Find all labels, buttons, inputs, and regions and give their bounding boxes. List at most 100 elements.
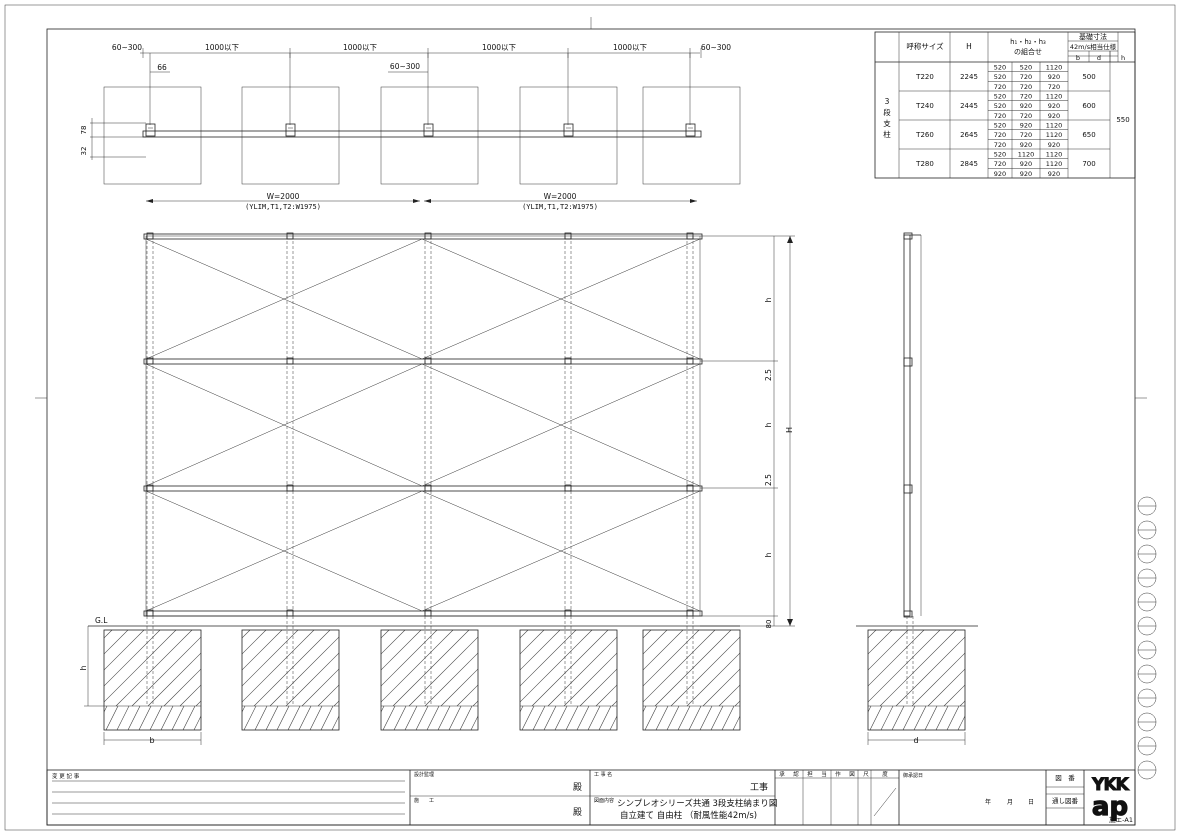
dim-b: b xyxy=(149,736,154,745)
connector xyxy=(286,232,294,240)
date-month: 月 xyxy=(1007,799,1013,806)
td-combo: 920 xyxy=(1048,141,1060,149)
elev-foundation-1 xyxy=(103,629,202,731)
dim-h1: h xyxy=(764,297,773,302)
td-combo: 520 xyxy=(994,122,1006,130)
td-combo: 720 xyxy=(994,112,1006,120)
project-suffix: 工事 xyxy=(750,781,768,793)
plan-foundation-5 xyxy=(642,86,741,185)
td-combo: 920 xyxy=(1020,141,1032,149)
plan-rail xyxy=(142,130,702,138)
approval-label: 度 xyxy=(882,770,888,778)
td-combo: 520 xyxy=(994,64,1006,72)
dim-h2: h xyxy=(764,422,773,427)
td-combo: 1120 xyxy=(1046,151,1063,159)
connector xyxy=(564,232,572,240)
dim-1000-a: 1000以下 xyxy=(205,43,240,52)
approval-label: 尺 xyxy=(863,771,869,778)
revision-circles xyxy=(1137,496,1157,780)
date-label: 御承認日 xyxy=(903,772,923,779)
bottom-rail xyxy=(143,610,703,617)
connector xyxy=(286,357,294,365)
sheet-inner-border xyxy=(46,28,1136,826)
th-foundation: 基礎寸法 xyxy=(1079,32,1107,41)
td-combo: 920 xyxy=(1020,102,1032,110)
plan-post-1 xyxy=(145,123,156,137)
th-d: d xyxy=(1097,54,1101,62)
td-combo: 1120 xyxy=(1046,131,1063,139)
connector xyxy=(146,232,154,240)
approval-label: 当 xyxy=(821,770,827,778)
connector xyxy=(686,232,694,240)
elev-foundation-2 xyxy=(241,629,340,731)
td-b: 650 xyxy=(1082,131,1095,139)
th-size: 呼称サイズ xyxy=(906,41,944,51)
td-combo: 920 xyxy=(1020,170,1032,178)
td-combo: 720 xyxy=(994,160,1006,168)
connector xyxy=(686,357,694,365)
group-label-char: 3 xyxy=(885,97,890,106)
approval-label: 図 xyxy=(849,771,855,778)
plan-post-4 xyxy=(563,123,574,137)
connector xyxy=(564,484,572,492)
brace-crosses xyxy=(145,238,701,612)
drawing-no-label: 図 番 xyxy=(1055,774,1075,782)
connector xyxy=(686,484,694,492)
date-year: 年 xyxy=(985,798,991,806)
approval-label: 作 xyxy=(835,770,841,778)
td-size: T280 xyxy=(915,160,934,168)
th-b: b xyxy=(1076,54,1080,62)
td-size: T240 xyxy=(915,102,934,110)
plan-view: 60~300 1000以下 1000以下 1000以下 1000以下 60~30… xyxy=(80,43,741,211)
td-combo: 1120 xyxy=(1046,64,1063,72)
td-combo: 920 xyxy=(1048,102,1060,110)
td-H: 2845 xyxy=(960,160,978,168)
connector xyxy=(286,609,294,617)
elev-foundation-3 xyxy=(380,629,479,731)
spec-table: 呼称サイズ H h₁・h₂・h₃ の組合せ 基礎寸法 42m/s相当仕様 b d… xyxy=(874,31,1136,179)
approval-label: 担 xyxy=(807,770,813,778)
td-combo: 520 xyxy=(994,93,1006,101)
td-h-value: 550 xyxy=(1116,116,1129,124)
td-combo: 1120 xyxy=(1018,151,1035,159)
elev-foundation-4 xyxy=(519,629,618,731)
svg-text:ap: ap xyxy=(1092,792,1128,822)
project-label: 工 事 名 xyxy=(594,771,612,778)
td-combo: 720 xyxy=(1020,131,1032,139)
td-b: 600 xyxy=(1082,102,1095,110)
td-combo: 920 xyxy=(1048,170,1060,178)
th-combo-1: h₁・h₂・h₃ xyxy=(1010,38,1046,46)
td-size: T220 xyxy=(915,73,934,81)
td-combo: 920 xyxy=(1020,160,1032,168)
dim-1000-b: 1000以下 xyxy=(343,43,378,52)
dim-1000-d: 1000以下 xyxy=(613,43,648,52)
td-combo: 920 xyxy=(994,170,1006,178)
dim-60-300-mid: 60~300 xyxy=(390,62,420,71)
td-combo: 1120 xyxy=(1046,122,1063,130)
construction-label: 施 工 xyxy=(414,797,434,804)
td-combo: 720 xyxy=(994,83,1006,91)
dim-w-right: W=2000 xyxy=(544,192,577,201)
dim-w-right-sub: (YLIM,T1,T2:W1975) xyxy=(522,203,598,211)
td-H: 2445 xyxy=(960,102,978,110)
td-combo: 1120 xyxy=(1046,160,1063,168)
connector xyxy=(564,609,572,617)
td-combo: 720 xyxy=(1020,93,1032,101)
plan-foundation-4 xyxy=(519,86,618,185)
td-combo: 920 xyxy=(1048,112,1060,120)
ykk-ap-logo: YKK ap xyxy=(1091,775,1131,823)
dim-d: d xyxy=(913,736,918,745)
dim-60-300-right: 60~300 xyxy=(701,43,731,52)
connector xyxy=(424,609,432,617)
gl-label: G.L xyxy=(95,616,108,625)
drawing-code: 施エ-A1 xyxy=(1109,815,1133,824)
group-label-char: 柱 xyxy=(883,129,891,139)
dim-gap-2: 2.5 xyxy=(764,474,773,486)
plan-foundation-1 xyxy=(103,86,202,185)
connector xyxy=(686,609,694,617)
td-b: 700 xyxy=(1082,160,1095,168)
plan-post-5 xyxy=(685,123,696,137)
connector xyxy=(424,232,432,240)
dim-60-300-left: 60~300 xyxy=(112,43,142,52)
